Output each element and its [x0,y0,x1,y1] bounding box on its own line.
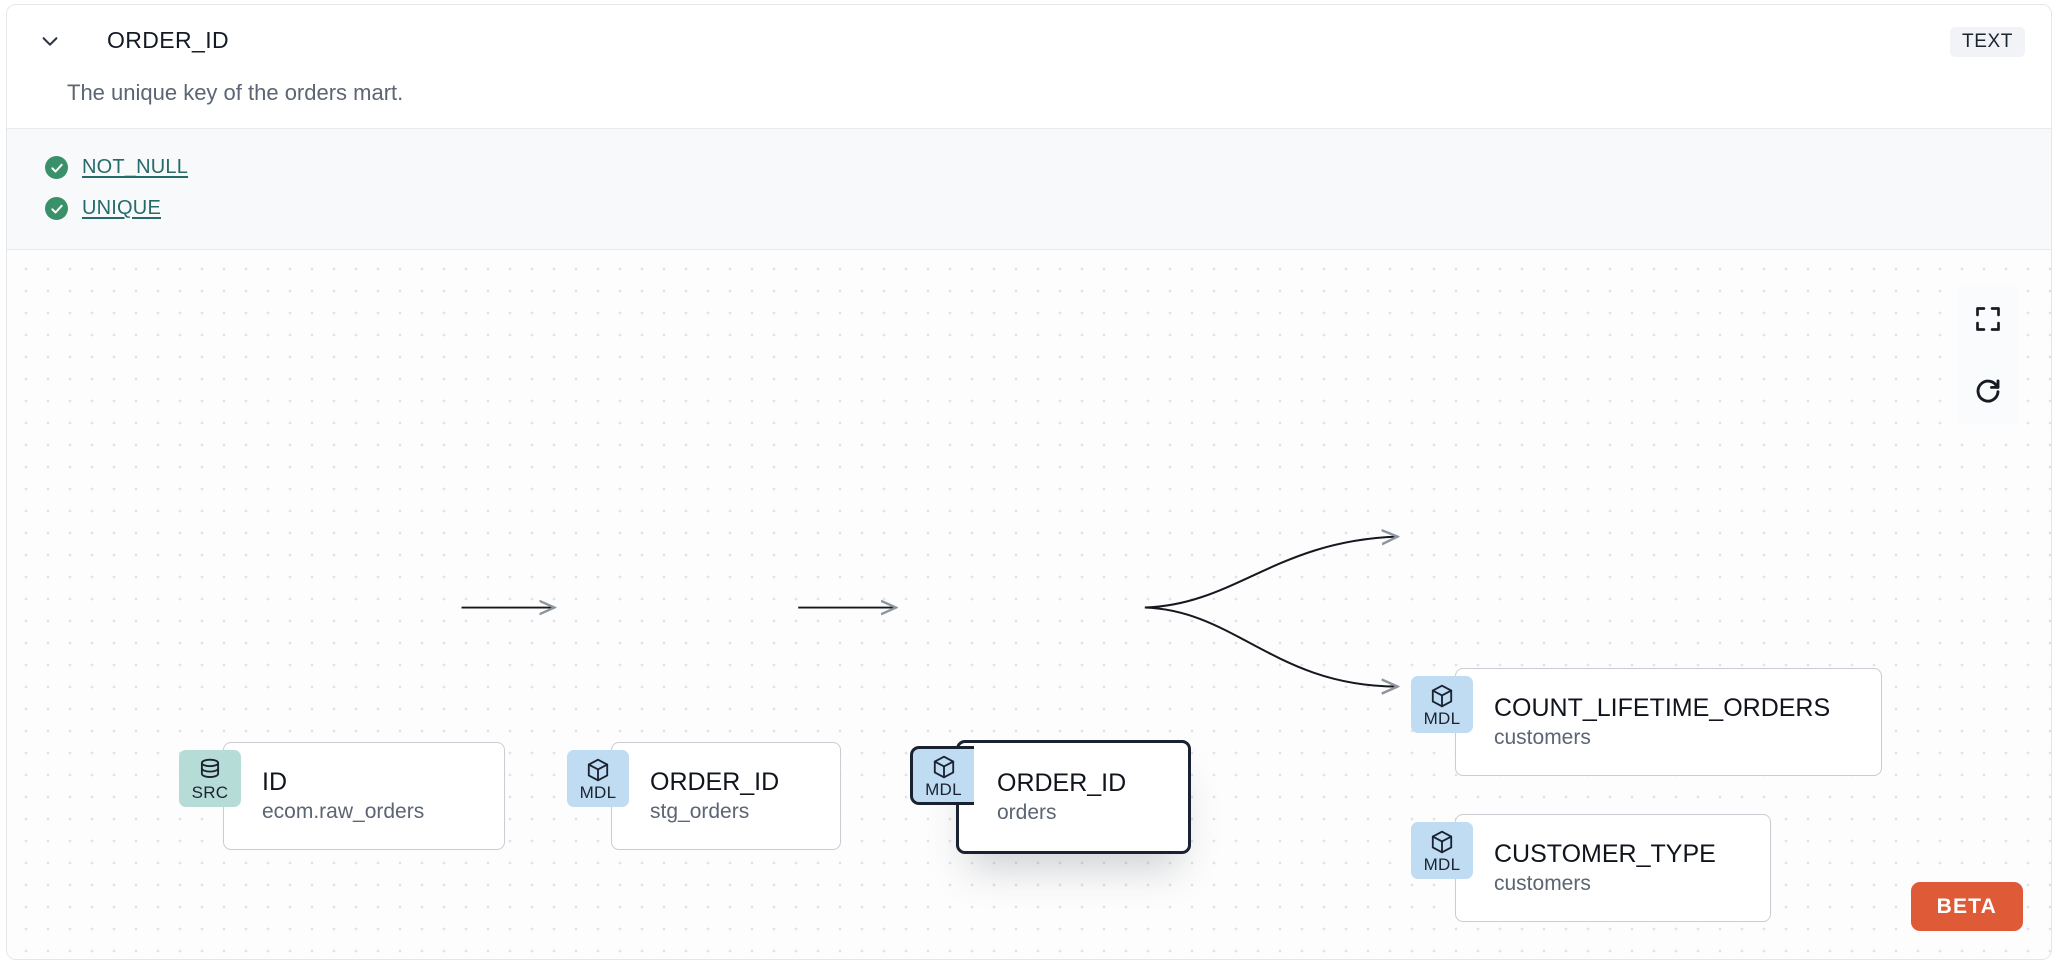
refresh-icon [1976,379,2000,403]
data-type-badge: TEXT [1950,27,2025,57]
canvas-controls [1957,284,2019,424]
node-card[interactable]: CUSTOMER_TYPE customers [1455,814,1771,922]
test-row: NOT_NULL [7,147,2051,188]
node-card[interactable]: COUNT_LIFETIME_ORDERS customers [1455,668,1882,776]
fullscreen-icon [1976,307,2000,331]
page-title: ORDER_ID [107,27,230,53]
cube-icon [1431,684,1453,708]
node-badge-mdl: MDL [567,750,629,807]
test-row: UNIQUE [7,188,2051,229]
node-subtitle: orders [997,801,1057,825]
lineage-node[interactable]: SRC ID ecom.raw_orders [179,742,505,850]
node-badge-mdl: MDL [1411,822,1473,879]
node-name: ORDER_ID [650,768,780,797]
node-badge-mdl: MDL [1411,676,1473,733]
lineage-node-focused[interactable]: MDL ORDER_ID orders [910,740,1191,854]
node-subtitle: customers [1494,872,1591,896]
node-card[interactable]: ID ecom.raw_orders [223,742,505,850]
node-badge-label: MDL [1423,855,1461,874]
node-subtitle: ecom.raw_orders [262,800,425,824]
cube-icon [933,755,954,779]
check-circle-icon [45,156,68,179]
node-card[interactable]: ORDER_ID orders [956,740,1191,854]
cube-icon [1431,830,1453,854]
node-badge-src: SRC [179,750,241,807]
node-name: ORDER_ID [997,769,1127,798]
check-circle-icon [45,197,68,220]
column-detail-panel: ORDER_ID TEXT The unique key of the orde… [6,4,2052,960]
node-subtitle: stg_orders [650,800,750,824]
lineage-node[interactable]: MDL ORDER_ID stg_orders [567,742,841,850]
node-card[interactable]: ORDER_ID stg_orders [611,742,841,850]
lineage-node[interactable]: MDL COUNT_LIFETIME_ORDERS customers [1411,668,1882,776]
database-icon [200,758,220,778]
test-link-unique[interactable]: UNIQUE [82,197,161,219]
lineage-canvas[interactable]: SRC ID ecom.raw_orders MDL ORDER_ID stg_… [7,250,2051,959]
node-badge-label: MDL [925,780,962,799]
tests-section: NOT_NULL UNIQUE [7,128,2051,250]
node-name: ID [262,768,287,797]
lineage-node[interactable]: MDL CUSTOMER_TYPE customers [1411,814,1771,922]
node-badge-label: MDL [1423,709,1461,728]
chevron-down-icon[interactable] [37,28,63,54]
node-badge-label: MDL [579,783,617,802]
node-subtitle: customers [1494,726,1591,750]
column-description: The unique key of the orders mart. [67,80,404,105]
beta-badge[interactable]: BETA [1910,882,2023,931]
fit-view-button[interactable] [1957,284,2019,354]
panel-header: ORDER_ID TEXT The unique key of the orde… [7,5,2051,128]
cube-icon [587,758,609,782]
test-link-not-null[interactable]: NOT_NULL [82,156,189,178]
node-badge-mdl: MDL [910,746,974,805]
node-name: COUNT_LIFETIME_ORDERS [1494,694,1831,723]
node-name: CUSTOMER_TYPE [1494,840,1716,869]
reset-button[interactable] [1957,354,2019,424]
node-badge-label: SRC [191,783,229,802]
